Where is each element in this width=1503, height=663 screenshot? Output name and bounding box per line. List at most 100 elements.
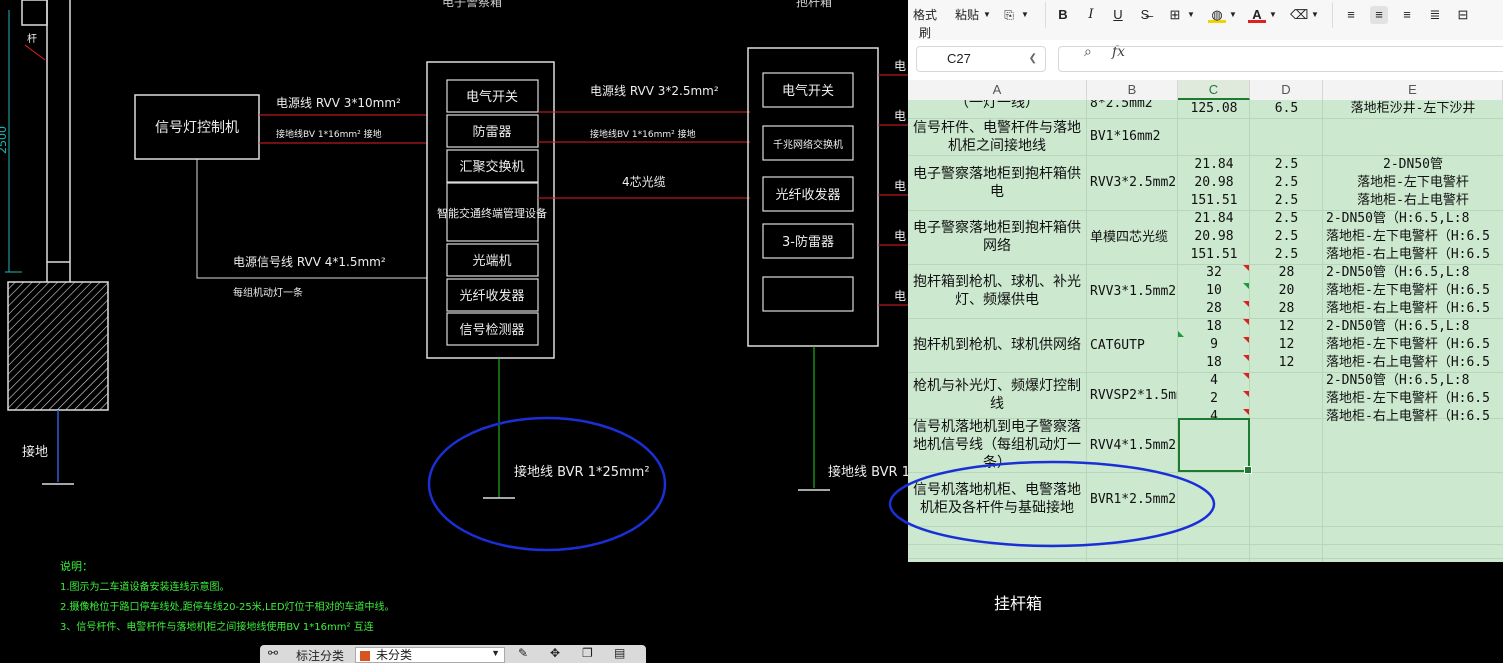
fill-color-icon[interactable]: ◍ [1208,6,1226,23]
cell-item-name[interactable]: 信号机落地机到电子警察落地机信号线（每组机动灯一条） [913,419,1081,471]
cabinet-item-box[interactable] [446,79,539,113]
column-header-c[interactable]: C [1178,80,1250,100]
cell-length[interactable]: 18 [1206,355,1222,370]
chevron-down-icon[interactable]: ▼ [983,10,991,19]
cell-height[interactable]: 20 [1278,283,1295,298]
chevron-down-icon[interactable]: ▼ [1021,10,1029,19]
cell-item-name[interactable]: 枪机与补光灯、频爆灯控制线 [913,378,1081,412]
align-left-icon[interactable]: ≡ [1347,7,1355,22]
column-header-b[interactable]: B [1087,80,1178,100]
border-icon[interactable]: ⊞ [1169,7,1181,22]
cell-length[interactable]: 20.98 [1194,229,1234,244]
cell-length[interactable]: 4 [1210,373,1218,388]
cell-spec[interactable]: BVR1*2.5mm2 [1090,491,1177,507]
cabinet-outer[interactable] [426,61,555,359]
cell-route[interactable]: 落地柜沙井-左下沙井 [1350,101,1476,116]
cell-length[interactable]: 18 [1206,319,1222,334]
cell-route[interactable]: 落地柜-右上电警杆（H:6.5 [1326,409,1490,424]
bold-button[interactable]: B [1058,7,1068,22]
cell-height[interactable]: 12 [1278,355,1295,370]
cell-item-name[interactable]: 抱杆机到枪机、球机供网络 [913,337,1081,353]
cell-length[interactable]: 10 [1206,283,1222,298]
zoom-icon[interactable]: ⌕ [1084,44,1092,60]
clipboard-icon[interactable]: ⎘ [1004,8,1014,22]
cell-height[interactable]: 2.5 [1274,247,1299,262]
cell-height[interactable]: 12 [1278,337,1295,352]
cell-height[interactable]: 28 [1278,265,1295,280]
cell-length[interactable]: 20.98 [1194,174,1234,190]
cell-height[interactable]: 12 [1278,319,1295,334]
cell-route[interactable]: 落地柜-左下电警杆 [1357,174,1469,190]
cell-route[interactable]: 落地柜-左下电警杆（H:6.5 [1326,229,1490,244]
cell-item-name[interactable]: 信号杆件、电警杆件与落地机柜之间接地线 [913,119,1081,154]
move-icon[interactable]: ✥ [550,646,561,660]
pole-box-item[interactable] [762,72,854,108]
cell-route[interactable]: 2-DN50管 [1383,156,1443,172]
cell-route[interactable]: 落地柜-左下电警杆（H:6.5 [1326,391,1490,406]
chevron-down-icon[interactable]: ▼ [1229,10,1237,19]
cell-route[interactable]: 落地柜-右上电警杆（H:6.5 [1326,247,1490,262]
category-select[interactable]: 未分类 ▼ [355,647,505,663]
cabinet-item-box[interactable] [446,182,539,242]
cabinet-item-box[interactable] [446,278,539,312]
column-header-a[interactable]: A [908,80,1087,100]
cell-spec[interactable]: RVV4*1.5mm2 [1090,437,1177,453]
column-header-d[interactable]: D [1250,80,1323,100]
cell-length[interactable]: 32 [1206,265,1222,280]
fill-handle[interactable] [1244,466,1252,474]
cell-item-name[interactable]: （一灯一线） [955,100,1039,111]
pole-box-item[interactable] [762,125,854,161]
formula-input[interactable] [1058,46,1503,72]
cabinet-item-box[interactable] [446,243,539,277]
pole-box-item[interactable] [762,223,854,259]
cell-route[interactable]: 2-DN50管（H:6.5,L:8 [1326,373,1470,388]
cell-length[interactable]: 151.51 [1190,247,1238,262]
cell-spec[interactable]: RVVSP2*1.5mm2 [1090,387,1177,403]
cell-spec[interactable]: BV1*16mm2 [1090,129,1161,144]
chevron-down-icon[interactable]: ▼ [1187,10,1195,19]
align-right-icon[interactable]: ≡ [1403,7,1411,22]
cell-route[interactable]: 落地柜-右上电警杆（H:6.5 [1326,355,1490,370]
cell-spec[interactable]: 单模四芯光缆 [1090,229,1169,245]
format-brush-button[interactable]: 格式刷 [912,8,937,40]
cell-height[interactable]: 2.5 [1274,229,1299,244]
cell-item-name[interactable]: 信号机落地机柜、电警落地机柜及各杆件与基础接地 [913,482,1081,516]
cell-length[interactable]: 125.08 [1190,101,1238,116]
grid-icon[interactable]: ⚯ [268,646,279,660]
underline-button[interactable]: U [1113,7,1123,22]
selected-cell[interactable] [1178,418,1252,474]
cad-drawing[interactable]: 2500 杆 接地 电子警察箱 抱杆箱 信号灯控制机 电源线 RVV 3*10m… [0,0,908,663]
cell-height[interactable]: 2.5 [1274,156,1299,172]
eraser-icon[interactable]: ⌫ [1290,7,1309,22]
cell-spec[interactable]: RVV3*1.5mm2 [1090,283,1177,299]
cell-length[interactable]: 151.51 [1190,192,1238,208]
copy-icon[interactable]: ❐ [582,646,593,660]
cell-route[interactable]: 2-DN50管（H:6.5,L:8 [1326,265,1470,280]
cell-spec[interactable]: 8*2.5mm2 [1090,100,1153,111]
name-box[interactable]: C27 ❮ [916,46,1046,72]
cell-route[interactable]: 2-DN50管（H:6.5,L:8 [1326,211,1470,226]
cell-item-name[interactable]: 电子警察落地柜到抱杆箱供电 [913,165,1081,200]
cell-item-name[interactable]: 电子警察落地柜到抱杆箱供网络 [913,220,1081,254]
cell-route[interactable]: 落地柜-右上电警杆（H:6.5 [1326,301,1490,316]
cell-height[interactable]: 2.5 [1274,211,1299,226]
cabinet-item-box[interactable] [446,149,539,183]
fx-icon[interactable]: fx [1112,44,1126,60]
cabinet-item-box[interactable] [446,312,539,346]
cell-route[interactable]: 落地柜-左下电警杆（H:6.5 [1326,283,1490,298]
strikethrough-icon[interactable]: S̶ [1140,7,1150,22]
cell-height[interactable]: 6.5 [1274,101,1299,116]
cell-spec[interactable]: CAT6UTP [1090,337,1145,353]
cell-height[interactable]: 2.5 [1274,192,1299,208]
pole-box-item[interactable] [762,276,854,312]
cell-route[interactable]: 2-DN50管（H:6.5,L:8 [1326,319,1470,334]
cell-length[interactable]: 4 [1210,409,1218,424]
chevron-down-icon[interactable]: ▼ [1311,10,1319,19]
cell-spec[interactable]: RVV3*2.5mm2 [1090,175,1177,190]
cad-canvas[interactable]: 2500 杆 接地 电子警察箱 抱杆箱 信号灯控制机 电源线 RVV 3*10m… [0,0,908,663]
cell-grid[interactable]: （一灯一线） 8*2.5mm2 125.08 6.5 落地柜沙井-左下沙井信号杆件、电警… [908,100,1503,562]
cell-length[interactable]: 21.84 [1194,211,1234,226]
justify-icon[interactable]: ≣ [1429,7,1441,22]
cell-length[interactable]: 21.84 [1194,156,1234,172]
pole-box-item[interactable] [762,176,854,212]
